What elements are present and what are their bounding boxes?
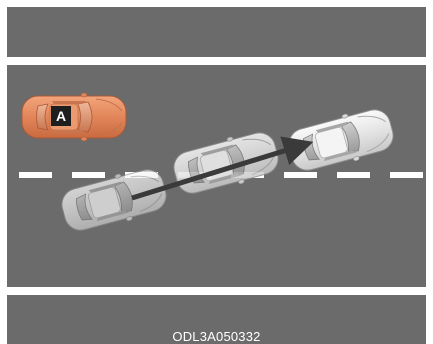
vehicle-a — [22, 93, 126, 141]
vehicle-a-label-box: A — [51, 106, 71, 126]
vehicle-a-label: A — [56, 108, 66, 124]
bottom-edge-line — [7, 287, 426, 295]
top-edge-line — [7, 57, 426, 65]
figure-code: ODL3A050332 — [0, 330, 433, 344]
